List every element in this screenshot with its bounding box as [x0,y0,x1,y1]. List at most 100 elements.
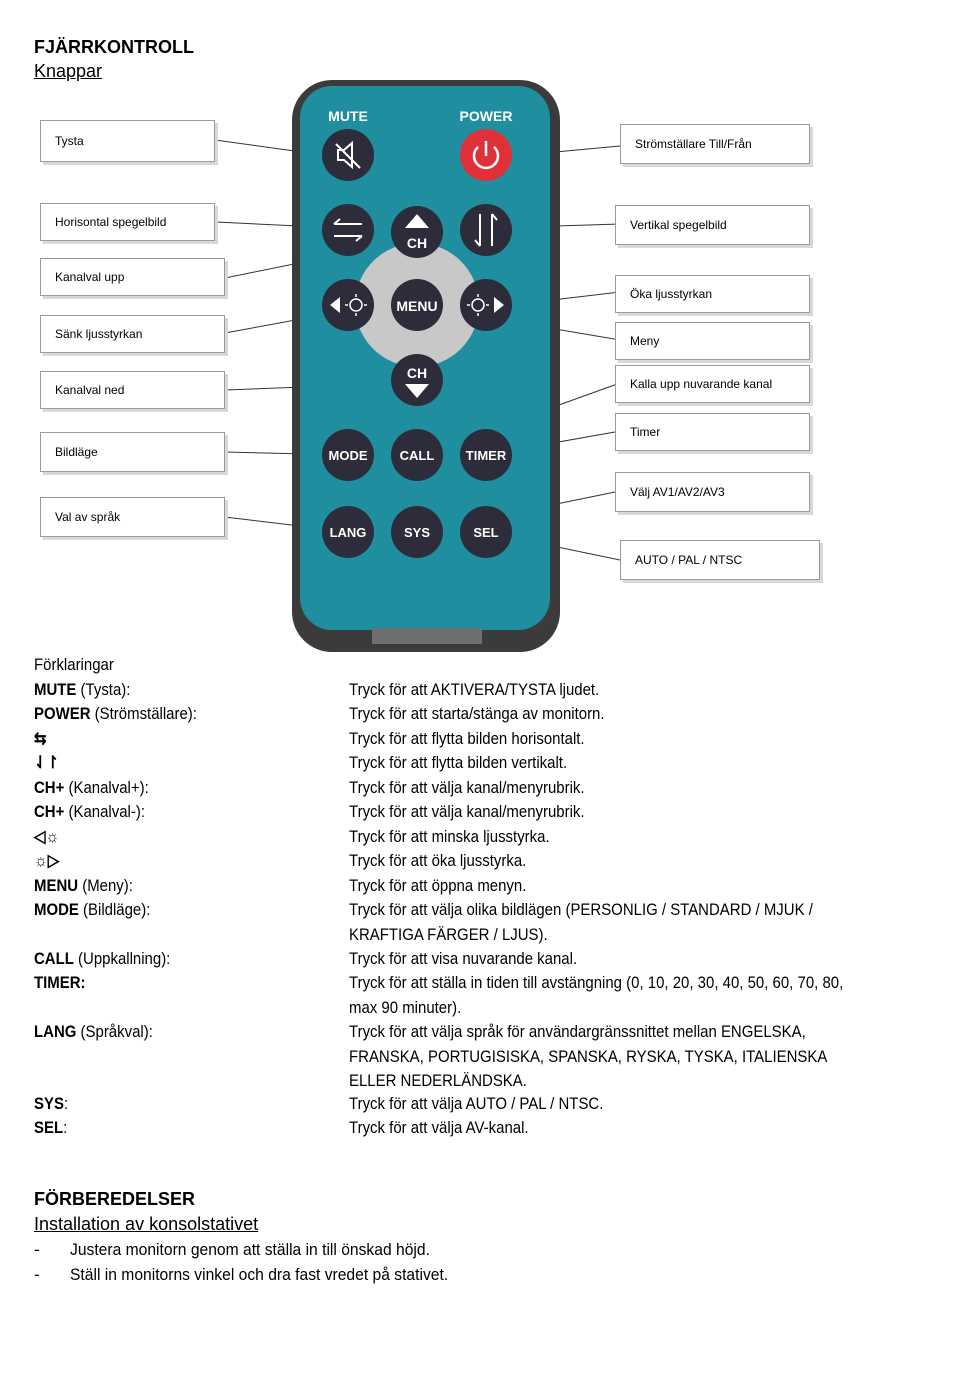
callout-horisontal: Horisontal spegelbild [40,203,215,241]
callout-kalla: Kalla upp nuvarande kanal [615,365,810,403]
explanation-key-rest: (Strömställare): [90,704,197,723]
explanation-desc: Tryck för att välja AV-kanal. [349,1118,529,1137]
explanation-key-bold: ⇆ [34,729,47,748]
bullet-dash: - [34,1265,40,1284]
sel-label: SEL [473,525,498,540]
callout-tysta: Tysta [40,120,215,162]
power-label: POWER [460,108,513,124]
ch-down-label: CH [407,365,427,381]
ch-up-arrow-icon [405,214,429,228]
explanation-key-bold: CALL [34,949,74,968]
menu-button[interactable] [391,279,443,331]
lang-label: LANG [330,525,367,540]
explanation-desc: KRAFTIGA FÄRGER / LJUS). [349,924,548,944]
explanation-key-bold: SEL [34,1118,64,1137]
bullet-dash: - [34,1240,40,1259]
explanation-desc: FRANSKA, PORTUGISISKA, SPANSKA, RYSKA, T… [349,1046,828,1066]
ch-down-button[interactable] [391,354,443,406]
timer-label: TIMER [466,448,507,463]
call-button[interactable] [391,429,443,481]
explanation-desc: Tryck för att välja AUTO / PAL / NTSC. [349,1094,604,1113]
explanation-key-rest: (Uppkallning): [73,949,171,968]
explanation-key-rest: : [63,1118,68,1137]
remote-illustration: MUTE POWER CH MENU CH [214,80,621,652]
explanation-key-bold: MENU [34,876,79,895]
vertical-mirror-button[interactable] [460,204,512,256]
explanation-key-bold: CH+ [34,802,65,821]
ch-up-label: CH [407,235,427,251]
explanation-key-bold: CH+ [34,778,65,797]
ch-down-arrow-icon [405,384,429,398]
prep-item: Justera monitorn genom att ställa in til… [70,1240,430,1259]
explanation-key-rest: (Kanalval-): [64,802,145,821]
explanation-key-bold: ◁☼ [34,827,60,846]
explanation-desc: Tryck för att minska ljusstyrka. [349,827,550,846]
callout-auto: AUTO / PAL / NTSC [620,540,820,580]
explanation-key: SEL: [34,1118,67,1138]
explanation-desc: Tryck för att flytta bilden vertikalt. [349,753,568,772]
explanation-key: TIMER: [34,973,86,993]
explanation-desc: max 90 minuter). [349,997,462,1017]
explanation-key: MENU (Meny): [34,876,133,896]
explanation-key: MUTE (Tysta): [34,680,130,700]
explanation-key: CH+ (Kanalval-): [34,802,145,822]
callout-oka: Öka ljusstyrkan [615,275,810,313]
explanation-desc: Tryck för att flytta bilden horisontalt. [349,729,585,748]
callout-vertikal: Vertikal spegelbild [615,205,810,245]
explanation-desc: Tryck för att välja kanal/menyrubrik. [349,778,585,797]
sys-button[interactable] [391,506,443,558]
prep-item: Ställ in monitorns vinkel och dra fast v… [70,1265,449,1284]
explanation-key: CALL (Uppkallning): [34,949,170,969]
explanation-key-bold: MUTE [34,680,77,699]
sun-icon [467,294,489,316]
explanations-heading: Förklaringar [34,655,114,674]
prep-title: FÖRBEREDELSER [34,1189,196,1209]
callout-kanal-upp: Kanalval upp [40,258,225,296]
arrow-right-icon [494,297,504,313]
vertical-mirror-icon [474,213,498,247]
explanation-key-bold: MODE [34,900,79,919]
explanation-desc: Tryck för att ställa in tiden till avstä… [349,973,844,992]
lang-button[interactable] [322,506,374,558]
callout-kanal-ned: Kanalval ned [40,371,225,409]
explanation-key-rest: : [63,1094,69,1113]
remote-battery-door [372,628,482,644]
sys-label: SYS [404,525,430,540]
sel-button[interactable] [460,506,512,558]
explanation-key-bold: POWER [34,704,91,723]
sun-icon [345,294,367,316]
callout-bildlage: Bildläge [40,432,225,472]
callout-valj-av: Välj AV1/AV2/AV3 [615,472,810,512]
horizontal-mirror-icon [333,218,363,242]
explanation-desc: Tryck för att välja språk för användargr… [349,1022,806,1041]
explanation-desc: Tryck för att AKTIVERA/TYSTA ljudet. [349,680,600,699]
explanation-key: ⇃↾ [34,753,59,773]
explanation-desc: Tryck för att välja kanal/menyrubrik. [349,802,585,821]
prep-subtitle: Installation av konsolstativet [34,1214,259,1234]
explanation-key: ☼▷ [34,851,59,871]
horizontal-mirror-button[interactable] [322,204,374,256]
power-icon [472,141,500,170]
explanation-key-rest: (Språkval): [76,1022,153,1041]
explanation-key-bold: LANG [34,1022,77,1041]
explanation-key-bold: TIMER: [34,973,86,992]
timer-button[interactable] [460,429,512,481]
explanation-key-bold: ⇃↾ [34,753,60,772]
explanation-key: ◁☼ [34,827,59,847]
menu-label: MENU [396,298,437,314]
mute-icon [335,140,361,170]
explanation-key-bold: SYS [34,1094,64,1113]
page-title: FJÄRRKONTROLL [34,37,194,57]
explanation-key-bold: ☼▷ [34,851,60,870]
callout-sprak: Val av språk [40,497,225,537]
explanation-desc: Tryck för att öka ljusstyrka. [349,851,527,870]
mode-button[interactable] [322,429,374,481]
explanation-key: MODE (Bildläge): [34,900,150,920]
callout-strom: Strömställare Till/Från [620,124,810,164]
explanation-key: SYS: [34,1094,68,1114]
callout-timer: Timer [615,413,810,451]
explanation-key-rest: (Tysta): [76,680,131,699]
explanation-key: CH+ (Kanalval+): [34,778,149,798]
mode-label: MODE [329,448,368,463]
ch-up-button[interactable] [391,206,443,258]
